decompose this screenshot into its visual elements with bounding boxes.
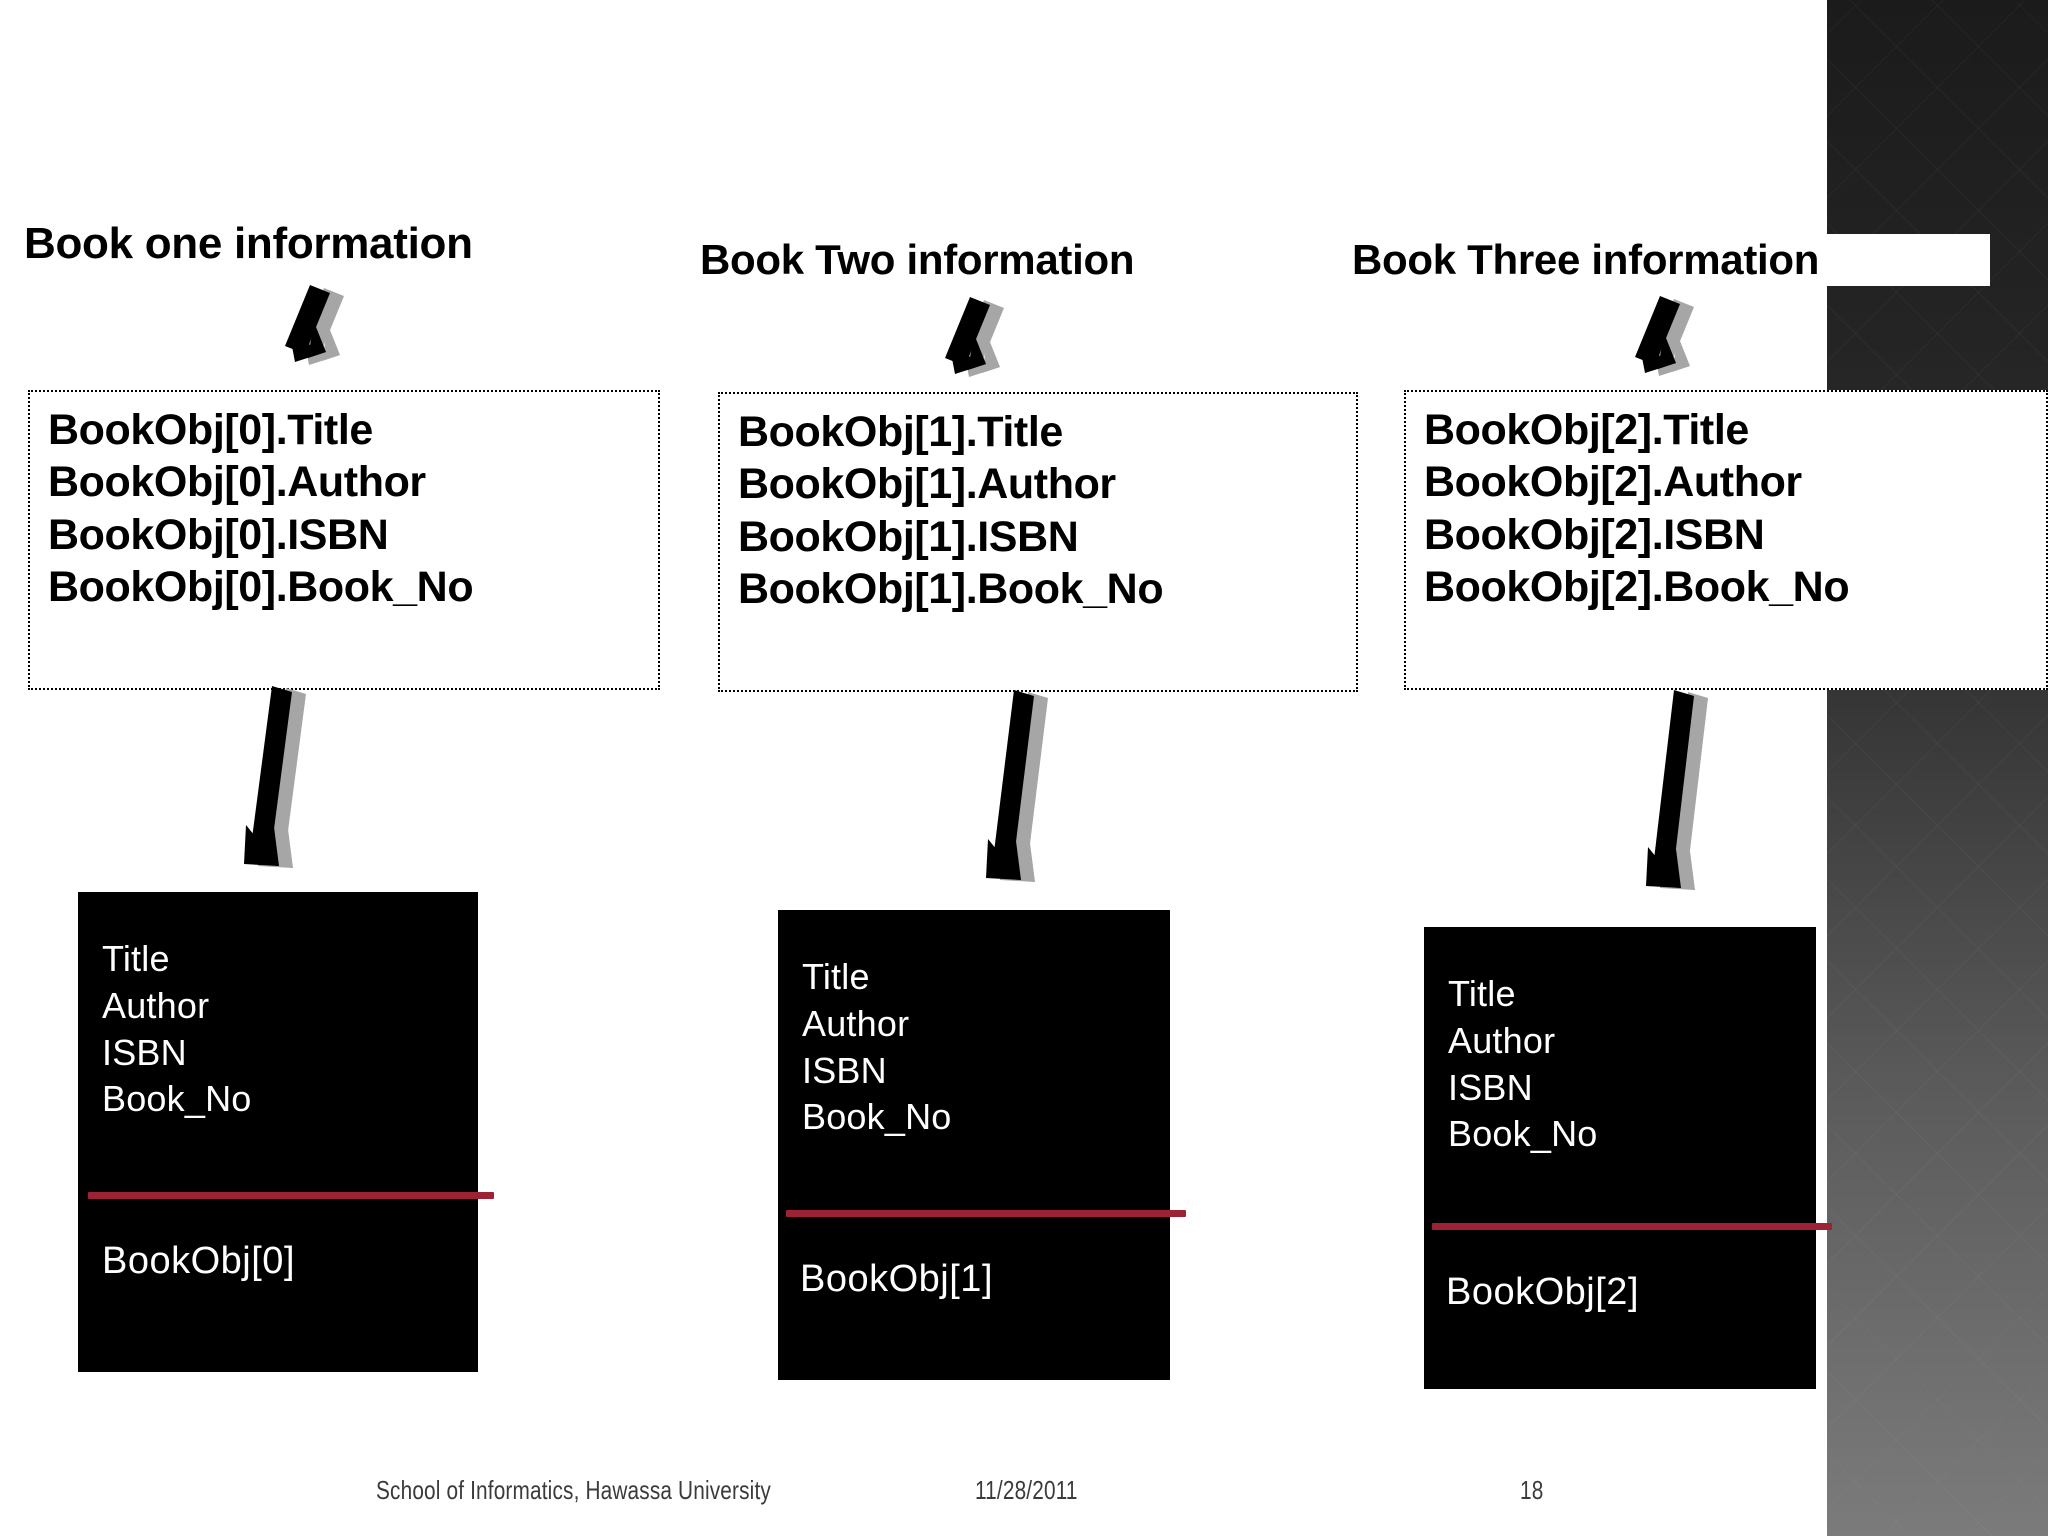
footer-organization: School of Informatics, Hawassa Universit…	[376, 1475, 771, 1505]
arrow-heading-to-expr-1	[285, 285, 344, 365]
object-field: Author	[802, 1002, 910, 1044]
expression-line: BookObj[0].ISBN	[48, 510, 389, 559]
expression-line: BookObj[1].Title	[738, 408, 1063, 456]
expression-line: BookObj[2].Title	[1424, 406, 1749, 454]
object-field: Author	[1448, 1019, 1556, 1061]
expression-box-2: BookObj[1].Title BookObj[1].Author BookO…	[718, 392, 1358, 692]
object-field: Book_No	[802, 1096, 952, 1138]
expression-line: BookObj[2].Book_No	[1424, 563, 1850, 612]
object-field: ISBN	[802, 1049, 887, 1091]
object-fields-3: Title Author ISBN Book_No	[1448, 971, 1598, 1158]
footer-date: 11/28/2011	[975, 1475, 1078, 1505]
object-field: Book_No	[1448, 1113, 1598, 1155]
object-divider-rule-3	[1432, 1223, 1832, 1230]
object-field: Title	[802, 956, 870, 997]
object-box-3: Title Author ISBN Book_No BookObj[2]	[1424, 927, 1832, 1389]
expression-line: BookObj[1].Author	[738, 460, 1116, 509]
expression-box-1: BookObj[0].Title BookObj[0].Author BookO…	[28, 390, 660, 690]
object-divider-rule-1	[88, 1192, 494, 1199]
object-name-1: BookObj[0]	[102, 1240, 295, 1282]
arrow-heading-to-expr-2	[945, 297, 1004, 377]
expression-line: BookObj[1].ISBN	[738, 512, 1079, 561]
footer-page-number: 18	[1520, 1475, 1544, 1505]
object-name-3: BookObj[2]	[1446, 1271, 1639, 1313]
column-heading-1: Book one information	[24, 218, 564, 270]
expression-line: BookObj[2].ISBN	[1424, 510, 1765, 559]
object-field: Title	[102, 938, 170, 979]
lattice-pattern	[1827, 0, 2048, 1536]
expression-line: BookObj[0].Author	[48, 458, 426, 507]
object-box-2: Title Author ISBN Book_No BookObj[1]	[778, 910, 1186, 1380]
arrow-expr-to-object-3	[1646, 690, 1708, 890]
object-name-2: BookObj[1]	[800, 1258, 993, 1300]
decorative-gradient-strip	[1827, 0, 2048, 1536]
object-field: ISBN	[1448, 1066, 1533, 1108]
object-field: Book_No	[102, 1078, 252, 1120]
object-field: ISBN	[102, 1031, 187, 1073]
arrow-expr-to-object-2	[986, 690, 1048, 882]
column-heading-2: Book Two information	[700, 235, 1260, 285]
arrow-expr-to-object-1	[244, 686, 306, 868]
expression-line: BookObj[1].Book_No	[738, 565, 1164, 614]
column-heading-3: Book Three information	[1352, 234, 1990, 286]
object-field: Title	[1448, 973, 1516, 1014]
object-fields-2: Title Author ISBN Book_No	[802, 954, 952, 1141]
expression-box-3: BookObj[2].Title BookObj[2].Author BookO…	[1404, 390, 2048, 690]
object-field: Author	[102, 984, 210, 1026]
object-fields-1: Title Author ISBN Book_No	[102, 936, 252, 1123]
object-divider-rule-2	[786, 1210, 1186, 1217]
expression-line: BookObj[0].Book_No	[48, 563, 474, 612]
expression-line: BookObj[2].Author	[1424, 458, 1802, 507]
expression-line: BookObj[0].Title	[48, 406, 373, 454]
object-box-1: Title Author ISBN Book_No BookObj[0]	[78, 892, 494, 1372]
